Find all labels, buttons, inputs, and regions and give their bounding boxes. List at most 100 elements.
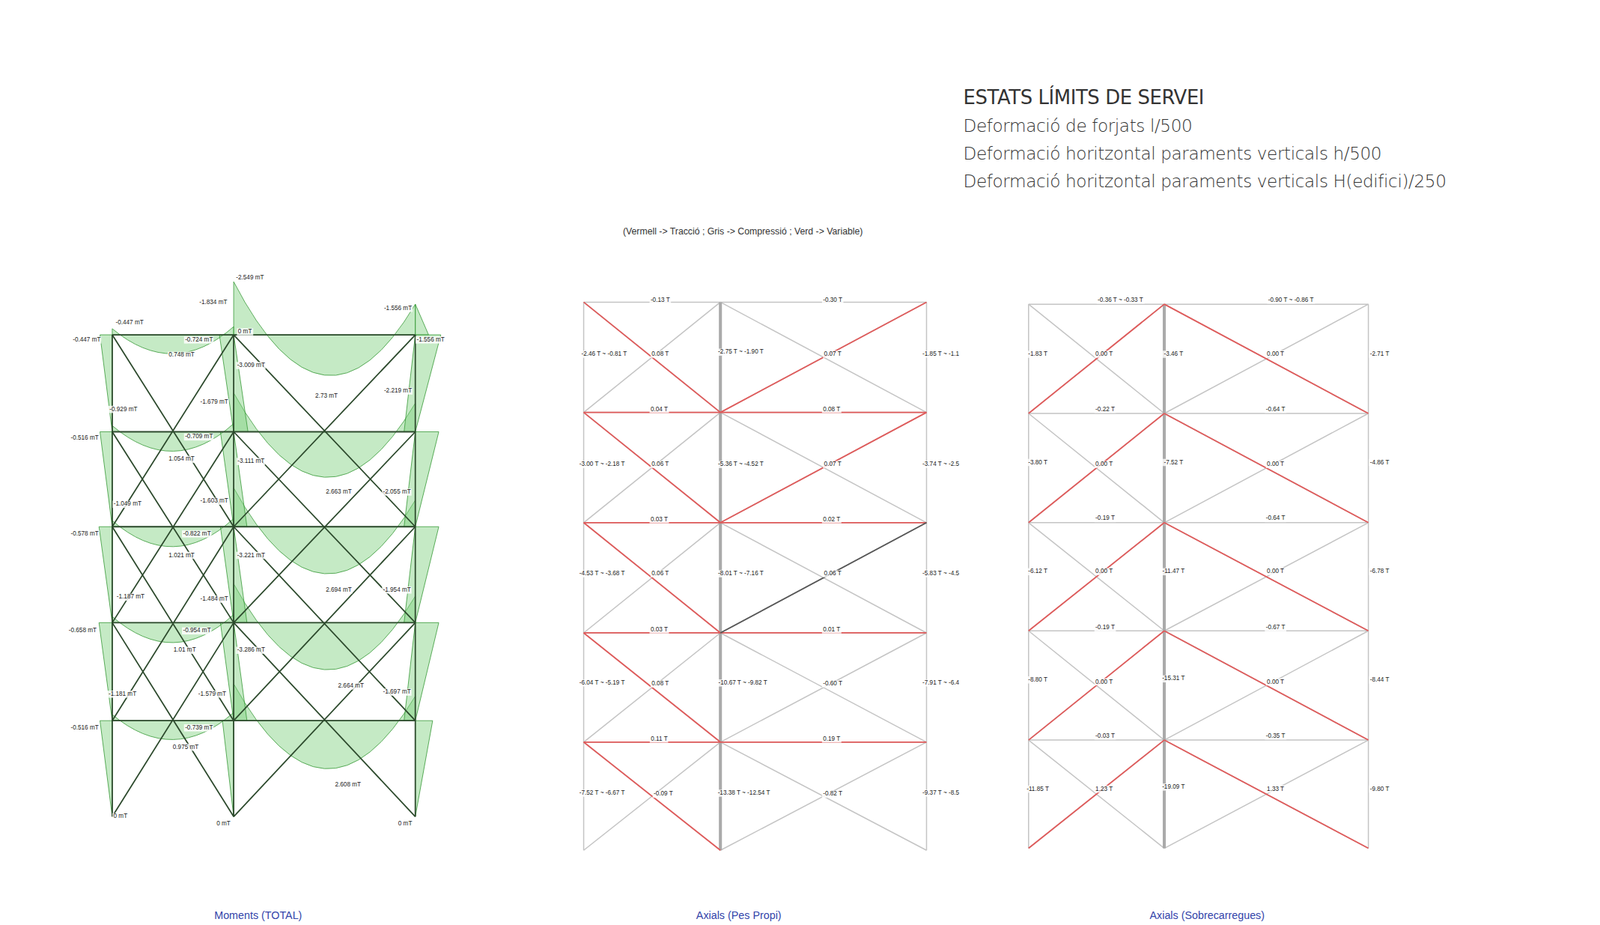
value-label: 2.664 mT: [336, 682, 365, 689]
value-label: -0.19 T: [1094, 623, 1116, 631]
value-label: -1.579 mT: [196, 690, 227, 698]
value-label: 0.08 T: [822, 405, 842, 413]
value-label: -0.09 T: [652, 790, 674, 798]
value-label: -0.90 T ~ -0.86 T: [1266, 296, 1314, 304]
value-label: 1.01 mT: [172, 646, 197, 653]
value-label: -1.187 mT: [115, 593, 146, 601]
value-label: 0.01 T: [822, 625, 842, 633]
moment-diagram: [98, 281, 441, 817]
tension-members: [1028, 303, 1369, 848]
value-label: -0.516 mT: [69, 434, 100, 441]
value-label: -1.603 mT: [199, 497, 230, 504]
value-label: -3.80 T: [1027, 458, 1049, 466]
value-label: -0.36 T ~ -0.33 T: [1096, 296, 1145, 304]
value-label: 2.73 mT: [314, 392, 340, 400]
criterion-line: Deformació de forjats l/500: [963, 116, 1193, 138]
value-label: 1.021 mT: [167, 551, 196, 559]
value-label: -0.60 T: [822, 679, 844, 687]
value-label: -2.219 mT: [383, 387, 414, 394]
value-label: -0.724 mT: [184, 336, 215, 343]
value-label: -2.75 T ~ -1.90 T: [717, 348, 765, 355]
value-label: -0.578 mT: [69, 530, 100, 537]
value-label: 0.00 T: [1094, 350, 1115, 358]
value-label: -4.86 T: [1368, 458, 1390, 466]
value-label: -0.67 T: [1264, 623, 1286, 631]
value-label: -1.83 T: [1027, 350, 1049, 358]
value-label: 0.00 T: [1266, 460, 1286, 468]
value-label: -11.47 T: [1161, 568, 1186, 576]
value-label: -5.36 T ~ -4.52 T: [717, 460, 765, 468]
value-label: -2.71 T: [1368, 350, 1390, 358]
value-label: 2.694 mT: [324, 586, 353, 593]
value-label: -10.67 T ~ -9.82 T: [717, 679, 769, 686]
value-label: -1.697 mT: [381, 688, 412, 695]
value-label: -2.46 T ~ -0.81 T: [580, 350, 628, 358]
column: [1162, 303, 1166, 848]
value-label: -8.80 T: [1027, 676, 1049, 683]
value-label: -1.484 mT: [199, 595, 230, 602]
value-label: 0.00 T: [1266, 568, 1286, 576]
frame-members: [112, 334, 416, 817]
value-label: -3.286 mT: [235, 646, 266, 653]
value-label: 0.06 T: [650, 460, 671, 468]
value-label: -2.549 mT: [235, 274, 266, 281]
value-label: -5.83 T ~ -4.5: [921, 569, 961, 577]
value-label: -0.22 T: [1094, 405, 1116, 413]
value-label: -4.53 T ~ -3.68 T: [578, 569, 626, 577]
value-label: -1.954 mT: [381, 586, 412, 593]
value-label: 2.608 mT: [333, 780, 362, 788]
value-label: -3.111 mT: [236, 457, 266, 465]
value-label: -8.44 T: [1368, 676, 1390, 683]
value-label: -6.78 T: [1368, 568, 1390, 576]
panel-caption: Moments (TOTAL): [214, 908, 302, 921]
value-label: 0.03 T: [649, 625, 670, 633]
value-label: -0.709 mT: [184, 433, 215, 441]
value-label: -0.658 mT: [67, 627, 98, 635]
value-label: 1.054 mT: [167, 455, 196, 463]
value-label: -8.01 T ~ -7.16 T: [717, 569, 765, 577]
value-label: -2.055 mT: [381, 488, 412, 495]
value-label: 0.00 T: [1266, 678, 1286, 686]
value-label: -0.954 mT: [181, 627, 212, 635]
frame-members: [1028, 303, 1369, 848]
value-label: 1.33 T: [1266, 785, 1286, 793]
value-label: -3.46 T: [1162, 350, 1184, 358]
value-label: -3.00 T ~ -2.18 T: [578, 460, 626, 468]
value-label: -1.556 mT: [383, 304, 414, 312]
value-label: 0.08 T: [650, 679, 671, 687]
value-label: -6.04 T ~ -5.19 T: [578, 679, 626, 686]
value-label: 0.07 T: [822, 350, 843, 358]
panel-caption: Axials (Sobrecarregues): [1150, 908, 1266, 921]
value-label: -1.85 T ~ -1.1: [921, 350, 961, 358]
value-label: -0.447 mT: [71, 336, 102, 343]
value-label: -1.181 mT: [107, 690, 138, 698]
value-label: -0.82 T: [822, 790, 844, 798]
value-label: 2.663 mT: [324, 488, 353, 495]
value-label: -0.03 T: [1094, 732, 1116, 739]
value-label: -7.91 T ~ -6.4: [921, 679, 961, 686]
value-label: 0.03 T: [649, 515, 670, 523]
value-label: -9.37 T ~ -8.5: [921, 789, 961, 796]
value-label: 0.07 T: [822, 460, 843, 468]
value-label: -0.516 mT: [69, 724, 100, 731]
value-label: 0.00 T: [1094, 460, 1115, 468]
value-label: -0.13 T: [649, 296, 671, 304]
value-label: -0.447 mT: [114, 318, 145, 326]
value-label: -1.556 mT: [415, 336, 446, 343]
value-label: -6.12 T: [1027, 568, 1049, 576]
value-label: -0.64 T: [1264, 515, 1286, 522]
value-label: -9.80 T: [1368, 785, 1390, 793]
value-label: 0.02 T: [822, 515, 842, 523]
criterion-line: Deformació horitzontal paraments vertica…: [963, 143, 1383, 164]
value-label: 0.11 T: [649, 735, 669, 742]
value-label: -7.52 T: [1162, 458, 1184, 466]
value-label: -3.74 T ~ -2.5: [921, 460, 961, 468]
value-label: 0.06 T: [650, 569, 671, 577]
tension-members: [583, 301, 927, 850]
frame-members: [583, 301, 927, 850]
value-label: -3.009 mT: [235, 361, 266, 369]
value-label: -11.85 T: [1025, 785, 1050, 793]
value-label: -0.35 T: [1264, 732, 1286, 739]
value-label: -3.221 mT: [235, 551, 266, 559]
value-label: -1.679 mT: [199, 398, 230, 406]
